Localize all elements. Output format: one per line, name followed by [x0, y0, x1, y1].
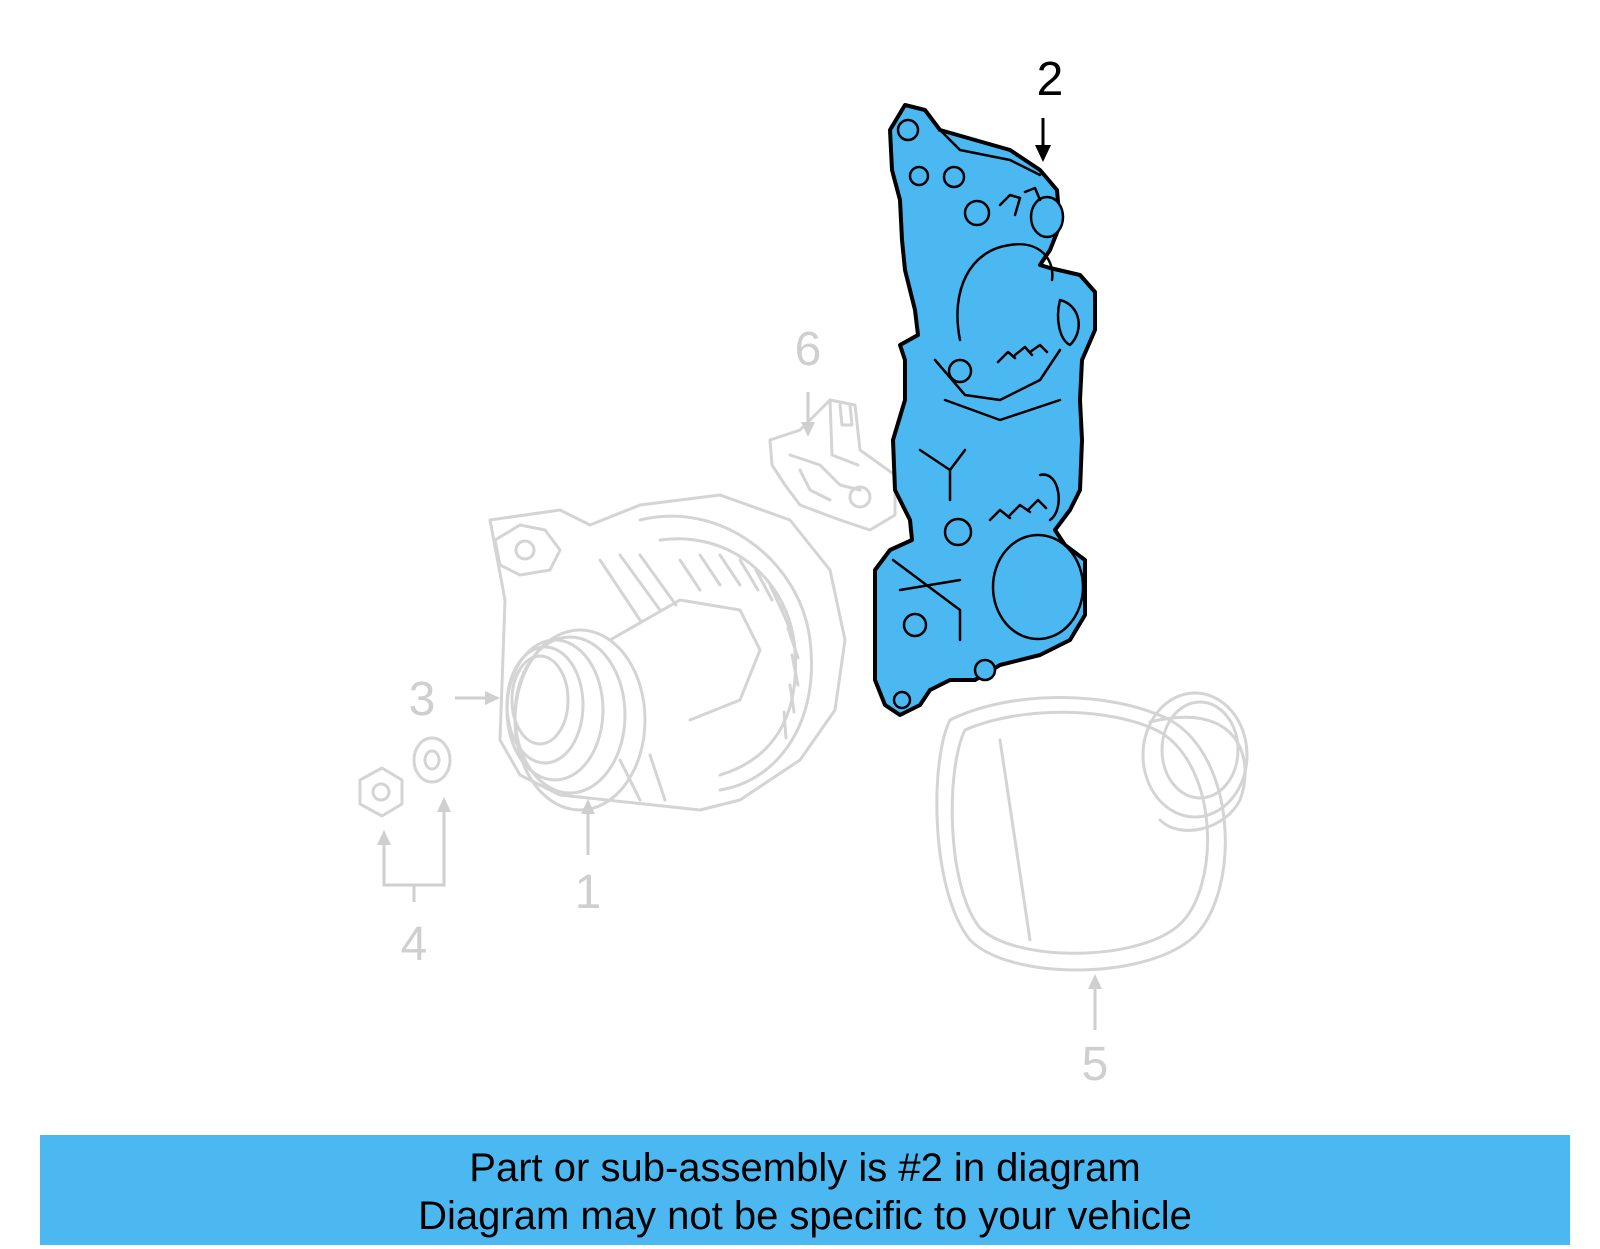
- callout-5-label: 5: [1082, 1038, 1109, 1091]
- callout-6[interactable]: 6: [795, 323, 822, 437]
- callout-4-bracket-arrow: [382, 810, 446, 887]
- callout-4[interactable]: 4: [377, 797, 451, 971]
- callout-1-label: 1: [575, 866, 602, 919]
- callout-2[interactable]: 2: [1035, 53, 1063, 162]
- part-5-drive-belt[interactable]: [935, 691, 1249, 972]
- info-banner: Part or sub-assembly is #2 in diagram Di…: [40, 1135, 1570, 1245]
- callout-5[interactable]: 5: [1082, 974, 1109, 1091]
- part-6-voltage-regulator[interactable]: [768, 398, 897, 532]
- callout-6-arrowhead: [801, 422, 815, 437]
- callout-4-arrowhead-left: [377, 830, 391, 845]
- callout-5-arrowhead: [1088, 974, 1102, 989]
- callout-2-label: 2: [1037, 53, 1064, 106]
- part-4-nut-and-washer[interactable]: [358, 736, 452, 818]
- callout-1-arrowhead: [581, 799, 595, 814]
- callout-6-label: 6: [795, 323, 822, 376]
- callout-3-label: 3: [409, 673, 436, 726]
- callout-3[interactable]: 3: [409, 673, 500, 726]
- banner-line-part-info: Part or sub-assembly is #2 in diagram: [469, 1146, 1141, 1190]
- callout-4-arrowhead-right: [437, 797, 451, 812]
- callout-2-arrowhead: [1035, 145, 1051, 162]
- part-1-alternator[interactable]: [488, 493, 847, 812]
- part-2-alternator-bracket[interactable]: [873, 103, 1097, 717]
- callout-3-arrowhead: [485, 691, 500, 705]
- callout-1[interactable]: 1: [575, 799, 602, 919]
- banner-line-disclaimer: Diagram may not be specific to your vehi…: [418, 1194, 1192, 1238]
- callout-4-label: 4: [401, 918, 428, 971]
